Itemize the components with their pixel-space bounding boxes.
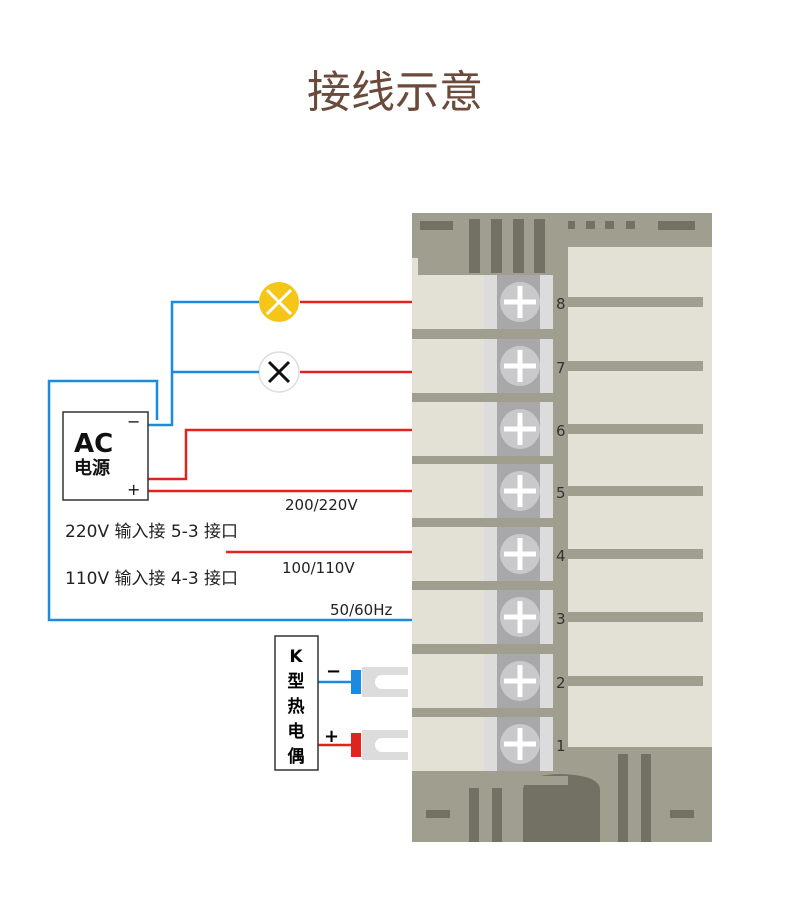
terminal-8[interactable]: 8 (412, 275, 703, 343)
panel-bar (568, 486, 703, 496)
terminal-number: 7 (556, 359, 566, 377)
power-label-ac: AC (74, 429, 113, 459)
svg-text:热: 热 (288, 696, 305, 717)
panel-bar (568, 297, 703, 307)
panel-bar (568, 612, 703, 622)
note-110v: 110V 输入接 4-3 接口 (65, 569, 238, 589)
panel-bar (568, 361, 703, 371)
power-minus: − (127, 412, 140, 431)
svg-text:K: K (289, 647, 303, 667)
terminal-number: 4 (556, 547, 566, 565)
fork-terminal-icon (362, 667, 408, 697)
svg-text:偶: 偶 (288, 746, 305, 767)
label-110v: 100/110V (282, 559, 355, 577)
label-hz: 50/60Hz (330, 601, 393, 619)
terminal-number: 5 (556, 484, 566, 502)
page-title: 接线示意 (307, 67, 483, 118)
ac-power-box: AC 电源 − + (62, 411, 149, 501)
blue-connector (351, 670, 361, 694)
panel-bar (568, 424, 703, 434)
terminal-1[interactable]: 1 (412, 717, 568, 785)
panel-bar (568, 676, 703, 686)
terminal-number: 8 (556, 295, 566, 313)
tc-minus: − (326, 661, 341, 682)
power-label-source: 电源 (74, 457, 110, 479)
terminal-number: 1 (556, 737, 566, 755)
lamp-cross-icon (267, 360, 291, 384)
controller-device: 8 7 6 5 4 3 2 1 (412, 213, 712, 842)
note-220v: 220V 输入接 5-3 接口 (65, 522, 238, 542)
terminal-number: 2 (556, 674, 566, 692)
terminal-number: 3 (556, 610, 566, 628)
tc-plus: + (324, 726, 339, 747)
label-220v: 200/220V (285, 496, 358, 514)
terminal-4[interactable]: 4 (412, 527, 703, 595)
red-connector (351, 733, 361, 757)
svg-text:电: 电 (288, 721, 305, 742)
wires (47, 300, 412, 747)
fork-terminal-icon (362, 730, 408, 760)
lamp-cross-icon (265, 288, 293, 316)
k-thermocouple: K 型 热 电 偶 − + (274, 635, 408, 771)
power-plus: + (127, 480, 140, 499)
panel-bar (568, 549, 703, 559)
terminal-number: 6 (556, 422, 566, 440)
terminal-3[interactable]: 3 (412, 590, 703, 658)
svg-text:型: 型 (288, 671, 305, 692)
